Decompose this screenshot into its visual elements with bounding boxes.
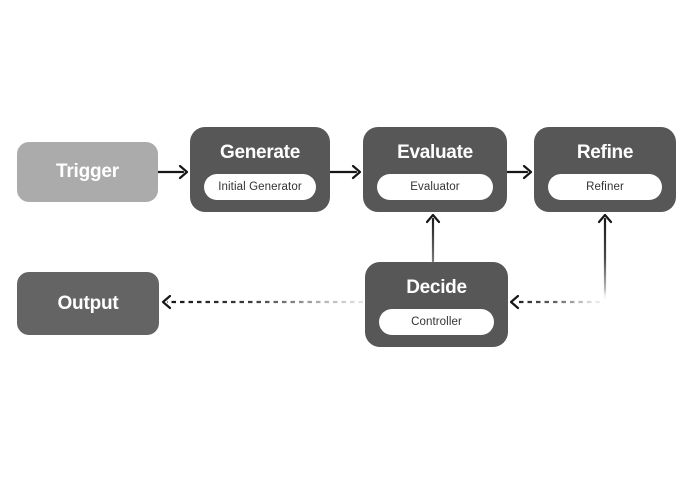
arrowhead-left-icon — [161, 294, 172, 310]
arrowhead-up-icon — [597, 213, 613, 224]
node-generate-title: Generate — [220, 142, 300, 163]
node-trigger-label: Trigger — [55, 161, 119, 182]
node-generate-sublabel: Initial Generator — [218, 181, 302, 193]
node-evaluate-title: Evaluate — [397, 142, 473, 163]
node-trigger: Trigger — [17, 142, 158, 202]
node-refine-sublabel: Refiner — [586, 181, 624, 193]
node-evaluate-pill: Evaluator — [377, 174, 493, 200]
edge-decide-refine — [597, 213, 613, 302]
node-output: Output — [17, 272, 159, 335]
arrowhead-right-icon — [178, 164, 189, 180]
edge-decide-output — [161, 294, 363, 310]
node-evaluate: Evaluate Evaluator — [363, 127, 507, 212]
node-output-label: Output — [57, 292, 119, 314]
node-refine: Refine Refiner — [534, 127, 676, 212]
node-decide-sublabel: Controller — [411, 316, 462, 328]
arrowhead-right-icon — [522, 164, 533, 180]
node-refine-pill: Refiner — [548, 174, 662, 200]
edge-refine-decide — [509, 294, 600, 310]
edge-generate-evaluate — [328, 164, 362, 180]
arrowhead-right-icon — [351, 164, 362, 180]
node-decide: Decide Controller — [365, 262, 508, 347]
node-generate-pill: Initial Generator — [204, 174, 316, 200]
edge-decide-evaluate — [425, 213, 441, 263]
arrowhead-left-icon — [509, 294, 520, 310]
edge-evaluate-refine — [505, 164, 533, 180]
node-refine-title: Refine — [576, 142, 634, 163]
node-evaluate-sublabel: Evaluator — [410, 181, 460, 193]
edge-trigger-generate — [156, 164, 189, 180]
arrowhead-up-icon — [425, 213, 441, 224]
node-generate: Generate Initial Generator — [190, 127, 330, 212]
node-decide-title: Decide — [406, 277, 467, 298]
node-decide-pill: Controller — [379, 309, 494, 335]
